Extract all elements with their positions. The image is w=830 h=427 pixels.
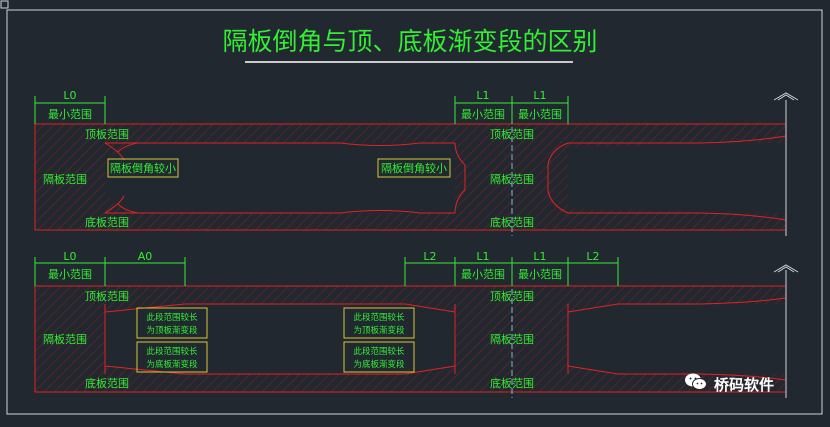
bottom-diagram: L0 最小范围 A0 L2 L1 最小范围 L1 最小范围 L2 顶板范围 顶板… (34, 250, 799, 398)
dim-label-l2: L2 (423, 250, 436, 263)
dim-label-l1: L1 (476, 89, 489, 102)
watermark: 桥码软件 (684, 372, 774, 396)
dim-note: 最小范围 (518, 267, 562, 281)
right-haunch-top (560, 143, 700, 148)
region-label-diaphragm: 隔板范围 (43, 332, 87, 346)
note-line: 为底板渐变段 (353, 359, 405, 370)
region-label-diaphragm: 隔板范围 (490, 332, 534, 346)
region-label-diaphragm: 隔板范围 (490, 172, 534, 186)
dim-label-l0: L0 (63, 250, 76, 263)
watermark-text: 桥码软件 (714, 375, 775, 394)
region-label-bottom: 底板范围 (490, 215, 534, 229)
note-box (136, 341, 208, 373)
dim-label-l1: L1 (476, 250, 489, 263)
right-top-haunch (405, 304, 618, 312)
region-label-top: 顶板范围 (85, 127, 129, 141)
dim-note: 最小范围 (461, 107, 505, 121)
note-line: 此段范围较长 (353, 346, 405, 357)
bottom-slab-band (35, 374, 786, 392)
dim-note: 最小范围 (461, 267, 505, 281)
dim-note: 最小范围 (48, 107, 92, 121)
wechat-icon (684, 372, 708, 396)
note-line: 为顶板渐变段 (146, 325, 198, 336)
region-label-top: 顶板范围 (490, 289, 534, 303)
top-slab-band (35, 124, 786, 143)
dim-note: 最小范围 (518, 107, 562, 121)
drawing-title: 隔板倒角与顶、底板渐变段的区别 (222, 27, 597, 56)
right-haunch-bottom (560, 208, 700, 213)
region-label-top: 顶板范围 (490, 127, 534, 141)
dim-label-l1: L1 (533, 89, 546, 102)
section-outline (34, 123, 787, 231)
callout-box (107, 158, 179, 178)
break-symbol (773, 92, 799, 101)
region-label-top: 顶板范围 (85, 289, 129, 303)
dim-note: 最小范围 (48, 267, 92, 281)
dim-label-l0: L0 (63, 89, 76, 102)
dim-label-a0: A0 (138, 250, 153, 263)
break-symbol (773, 264, 799, 273)
section-outline (34, 285, 787, 393)
note-line: 此段范围较长 (353, 312, 405, 323)
region-label-bottom: 底板范围 (490, 376, 534, 390)
top-diagram: L0 最小范围 L1 最小范围 L1 最小范围 顶板范围 顶板范围 隔板范围 隔… (34, 89, 799, 236)
dim-label-l1: L1 (533, 250, 546, 263)
dim-label-l2: L2 (586, 250, 599, 263)
drawing-frame (6, 9, 823, 415)
note-box (136, 307, 208, 339)
right-bottom-haunch (405, 366, 618, 374)
region-label-diaphragm: 隔板范围 (43, 172, 87, 186)
left-diaphragm-block (35, 143, 105, 213)
bottom-slab-band (35, 213, 786, 230)
left-diaphragm-chamfer (105, 143, 138, 213)
top-slab-band (35, 286, 786, 304)
left-diaphragm-block (35, 304, 105, 374)
callout-box (377, 158, 451, 178)
note-box (343, 341, 415, 373)
region-label-bottom: 底板范围 (85, 215, 129, 229)
callout-text: 隔板倒角较小 (381, 161, 447, 175)
note-line: 为底板渐变段 (146, 359, 198, 370)
note-line: 此段范围较长 (146, 312, 198, 323)
region-label-bottom: 底板范围 (85, 376, 129, 390)
note-line: 此段范围较长 (146, 346, 198, 357)
corner-marker (0, 0, 9, 9)
callout-text: 隔板倒角较小 (110, 161, 176, 175)
note-box (343, 307, 415, 339)
note-line: 为顶板渐变段 (353, 325, 405, 336)
